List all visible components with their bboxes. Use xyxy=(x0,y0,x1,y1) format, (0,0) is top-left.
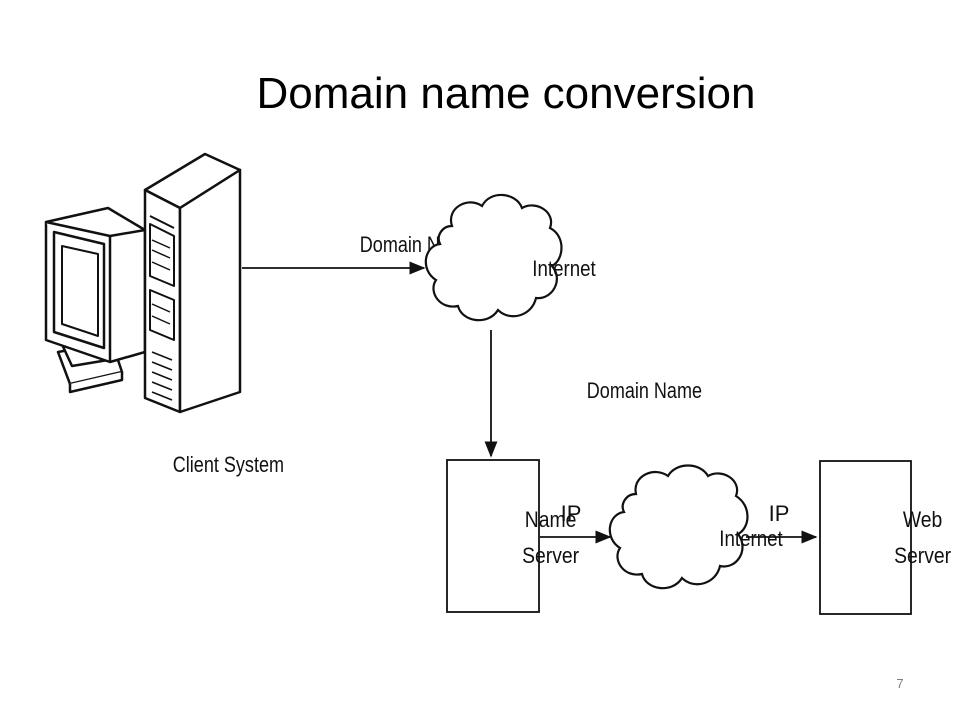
arrow-domain-name-down-label: Domain Name xyxy=(587,379,702,403)
web-server-line1: Web xyxy=(903,508,942,532)
arrow-ip-left-label: IP xyxy=(561,501,582,526)
client-system-label: Client System xyxy=(173,453,284,477)
name-server-line2: Server xyxy=(522,544,579,568)
web-server-box xyxy=(819,460,912,615)
name-server-box xyxy=(446,459,540,613)
internet-cloud-bottom-icon xyxy=(608,464,749,590)
arrow-ip-right-label: IP xyxy=(769,501,790,526)
web-server-line2: Server xyxy=(894,544,951,568)
name-server-line1: Name xyxy=(525,508,577,532)
internet-cloud-top-icon xyxy=(424,193,563,322)
internet-bottom-label: Internet xyxy=(719,528,783,552)
slide-title: Domain name conversion xyxy=(256,69,756,118)
client-computer-icon xyxy=(44,152,242,414)
internet-top-label: Internet xyxy=(532,258,596,282)
page-number: 7 xyxy=(896,676,904,691)
